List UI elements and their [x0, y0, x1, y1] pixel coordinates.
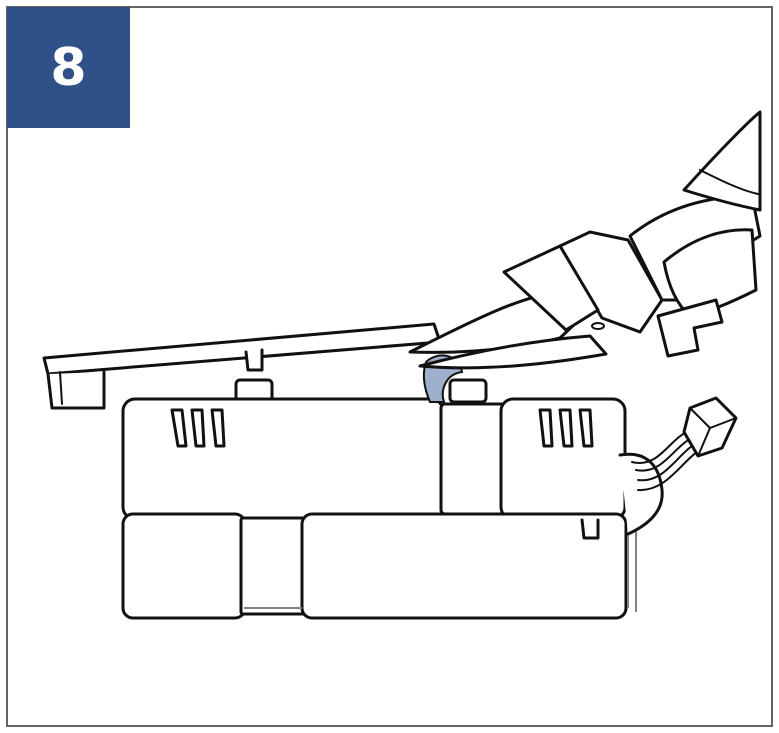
step-number-badge: 8 [7, 7, 130, 128]
step-number: 8 [50, 37, 87, 98]
wire-harness-connector [618, 396, 738, 536]
battery-pack [121, 378, 637, 620]
pliers-and-hand [408, 110, 762, 370]
battery-cover-plate [42, 322, 442, 410]
